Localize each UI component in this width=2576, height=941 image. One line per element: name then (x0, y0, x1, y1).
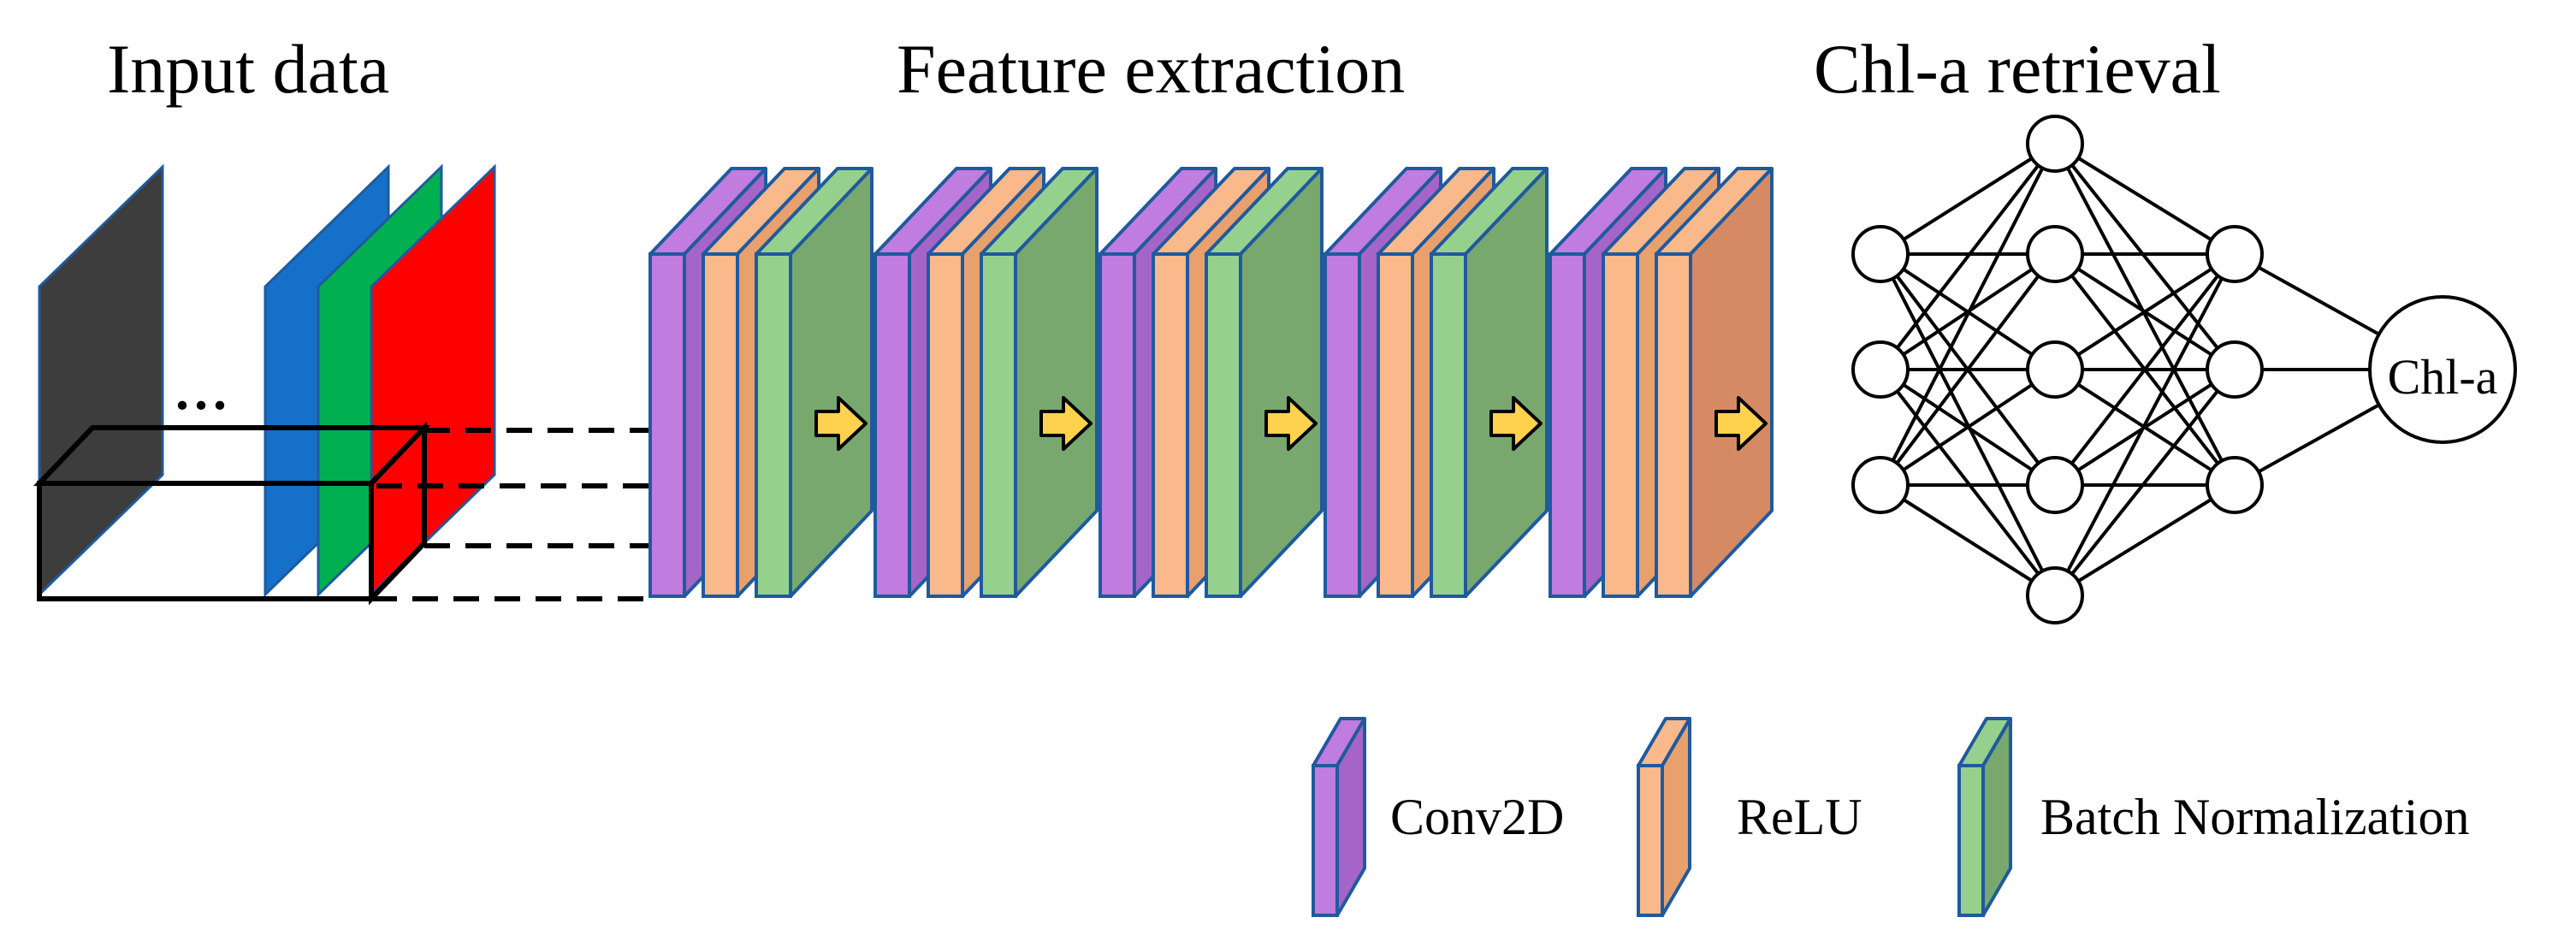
edge-l1-0-1 (2053, 142, 2236, 371)
node-l1-2 (2026, 340, 2084, 399)
flow-arrow-4 (1489, 396, 1543, 451)
output-node (2368, 295, 2517, 444)
edge-l0-1-4 (1879, 368, 2057, 597)
feature-block-3 (1099, 167, 1324, 598)
feature-block-4 (1324, 167, 1549, 598)
network-edges (1879, 142, 2443, 597)
legend-label-relu: ReLU (1737, 789, 1862, 845)
edge-l0-2-0 (1879, 143, 2057, 486)
node-l0-0 (1851, 225, 1910, 283)
legend-slab-relu (1637, 717, 1691, 917)
edge-l1-0-0 (2053, 142, 2236, 256)
feature-block-2 (873, 167, 1099, 598)
legend-label-conv2d: Conv2D (1390, 789, 1564, 845)
legend-slab-bn (1957, 717, 2012, 917)
layer-bn-1 (755, 167, 873, 598)
legend-slab-conv (1312, 717, 1366, 917)
retrieval-network: Chl-a (1851, 115, 2517, 624)
edge-l1-2-0 (2053, 252, 2236, 371)
node-l1-1 (2026, 225, 2084, 283)
edge-l0-2-4 (1879, 483, 2057, 597)
edge-l0-1-0 (1879, 142, 2057, 371)
input-data-panel: ... (33, 163, 650, 606)
node-l1-4 (2026, 566, 2084, 624)
network-nodes (1851, 115, 2517, 624)
flow-arrow-2 (1039, 396, 1093, 451)
flow-arrow-1 (814, 396, 868, 451)
edge-l0-0-4 (1879, 253, 2057, 596)
node-l1-0 (2026, 115, 2084, 173)
feature-extraction-layers (648, 167, 1774, 598)
layer-final-5 (1655, 167, 1774, 598)
input-band-dark (38, 163, 164, 598)
node-l0-2 (1851, 456, 1910, 514)
layer-bn-2 (980, 167, 1099, 598)
legend-swatch-batch-normalization (1957, 717, 2012, 917)
edge-l1-4-0 (2053, 253, 2236, 596)
input-dashed-lines (371, 428, 650, 601)
legend-swatch-relu (1637, 717, 1691, 917)
edge-l0-0-0 (1879, 142, 2057, 256)
input-ellipsis: ... (175, 360, 232, 421)
layer-bn-3 (1205, 167, 1324, 598)
feature-extraction-title: Feature extraction (897, 30, 1405, 108)
layer-bn-4 (1430, 167, 1549, 598)
feature-block-5 (1549, 167, 1774, 598)
edge-l1-4-1 (2053, 368, 2236, 597)
edge-l1-3-0 (2053, 252, 2236, 487)
chl-a-retrieval-title: Chl-a retrieval (1814, 30, 2221, 108)
node-l2-1 (2206, 340, 2264, 399)
edge-l0-2-1 (1879, 252, 2057, 487)
legend-label-batch-normalization: Batch Normalization (2040, 789, 2470, 845)
node-l2-2 (2206, 456, 2264, 514)
flow-arrow-5 (1714, 396, 1768, 451)
output-node-label: Chl-a (2388, 349, 2498, 405)
edge-l0-2-2 (1879, 368, 2057, 487)
edge-l1-0-2 (2053, 143, 2236, 486)
input-data-title: Input data (107, 30, 389, 108)
feature-block-1 (648, 167, 873, 598)
node-l1-3 (2026, 456, 2084, 514)
node-l0-1 (1851, 340, 1910, 399)
legend: Conv2D ReLU Batch Normalization (1312, 717, 2470, 917)
flow-arrow-3 (1264, 396, 1318, 451)
edge-l1-4-2 (2053, 483, 2236, 597)
legend-swatch-conv2d (1312, 717, 1366, 917)
node-l2-0 (2206, 225, 2264, 283)
